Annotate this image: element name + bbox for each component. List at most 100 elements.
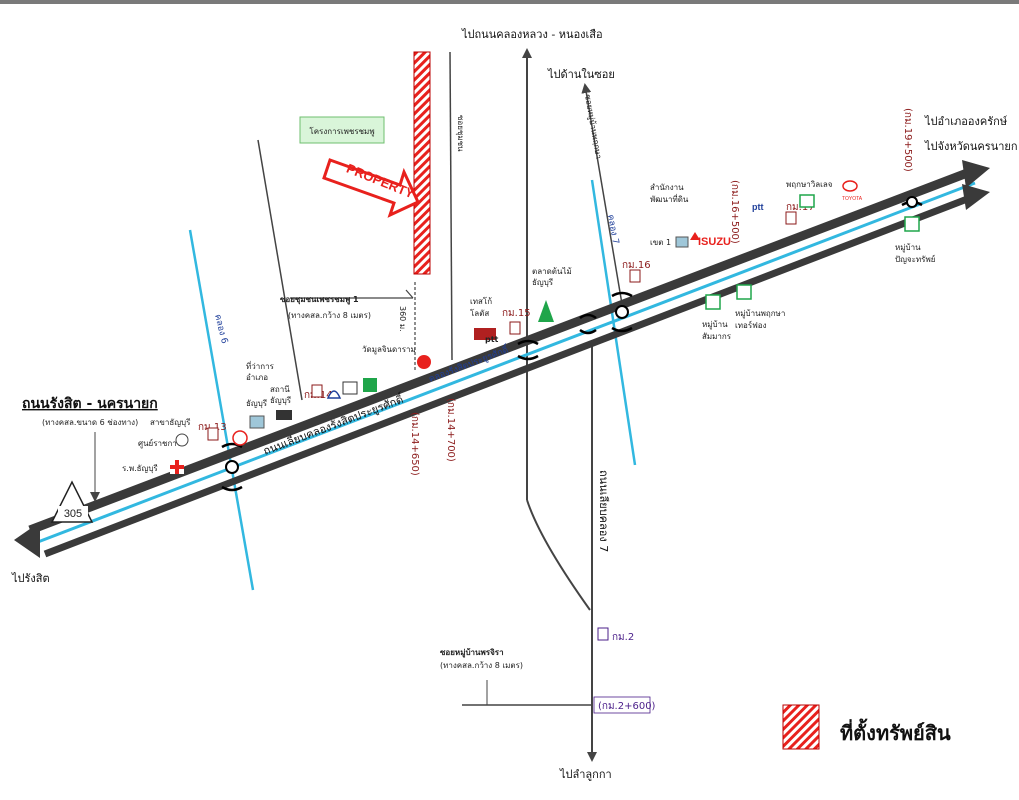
landmark-tesco-2: โลตัส bbox=[470, 308, 489, 318]
landmark-district-office-2: อำเภอ bbox=[246, 373, 268, 382]
project-label: โครงการเพชรชมพู bbox=[309, 126, 374, 137]
school-icon bbox=[675, 236, 689, 248]
soi-mu-ban-label: ซอยหมู่บ้านพรจิรา bbox=[440, 647, 504, 658]
landmark-office-2: พัฒนาที่ดิน bbox=[650, 193, 689, 204]
direction-to-ongkharak: ไปอำเภอองครักษ์ bbox=[924, 115, 1007, 128]
landmark-pruksa: พฤกษาวิลเลจ bbox=[786, 180, 833, 189]
isuzu-logo: ISUZU bbox=[698, 236, 731, 248]
landmark-village-3: หมู่บ้าน bbox=[895, 243, 921, 253]
km2-600-label: (กม.2+600) bbox=[598, 701, 656, 712]
hospital-icon bbox=[170, 460, 184, 474]
toyota-logo-text: TOYOTA bbox=[842, 196, 863, 202]
bridge-icon bbox=[517, 339, 539, 361]
route-shield-icon: 305 bbox=[50, 480, 94, 523]
landmark-village-1: หมู่บ้าน bbox=[702, 320, 728, 330]
km-post-icon bbox=[311, 384, 323, 398]
main-road-name: ถนนรังสิต - นครนายก bbox=[22, 396, 158, 412]
bridge-icon bbox=[221, 442, 243, 492]
distance-360m-label: 360 ม. bbox=[398, 306, 407, 332]
landmark-hospital: ร.พ.ธัญบุรี bbox=[122, 464, 158, 473]
canal-rangsit bbox=[29, 181, 976, 547]
project-label-box bbox=[299, 116, 385, 144]
road-soi-left bbox=[257, 139, 303, 401]
soi-right-label: ซอยหมู่บ้านพฤกษา bbox=[582, 94, 603, 160]
road-to-inner-soi bbox=[581, 83, 624, 311]
soi-phetchomphu-sub: (ทางคสล.กว้าง 8 เมตร) bbox=[288, 311, 371, 320]
legend-label: ที่ตั้งทรัพย์สิน bbox=[840, 718, 951, 745]
km15-label: กม.15 bbox=[502, 308, 531, 319]
direction-to-inner-soi: ไปด้านในซอย bbox=[547, 68, 615, 81]
direction-to-khlong-luang: ไปถนนคลองหลวง - หนองเสือ bbox=[461, 28, 603, 41]
direction-to-lam-luk-ka: ไปลำลูกกา bbox=[559, 768, 612, 781]
km14-650-label: (กม.14+650) bbox=[409, 412, 420, 476]
landmark-village-3b: ปัญจะทรัพย์ bbox=[895, 254, 935, 264]
main-road-rangsit-nakhon-nayok bbox=[28, 165, 977, 535]
landmark-temple: วัดมูลจินดาราม bbox=[362, 345, 416, 355]
main-road-subtitle: (ทางคสล.ขนาด 6 ช่องทาง) bbox=[42, 418, 138, 427]
property-arrow: PROPERTY bbox=[322, 158, 420, 218]
soi-mu-ban-sub: (ทางคสล.กว้าง 8 เมตร) bbox=[440, 661, 523, 670]
tree-icon bbox=[538, 300, 554, 322]
canal-6-line bbox=[188, 229, 255, 591]
km-post-icon bbox=[785, 211, 797, 225]
landmark-court: ศูนย์ราชการ bbox=[138, 438, 182, 449]
road-curve bbox=[526, 499, 591, 611]
landmark-village-1b: สัมมากร bbox=[702, 332, 732, 341]
village-icon bbox=[904, 216, 920, 232]
landmark-police-2: ธัญบุรี bbox=[270, 396, 292, 405]
bridge-icon bbox=[611, 291, 633, 333]
toyota-logo-icon bbox=[842, 180, 858, 192]
km16-500-label: (กม.16+500) bbox=[729, 180, 740, 244]
soi-phetchomphu-label: ซอยชุมชนเพชรชมพู 1 bbox=[280, 295, 359, 305]
landmark-market-2: ธัญบุรี bbox=[532, 278, 554, 287]
mosque-icon bbox=[326, 390, 342, 399]
landmark-village-2b: เทอร์ฟอง bbox=[735, 320, 767, 330]
km-post-icon bbox=[597, 627, 609, 641]
landmark-village-2: หมู่บ้านพฤกษา bbox=[735, 309, 785, 319]
landmark-district-office: ที่ว่าการ bbox=[246, 360, 275, 371]
temple-icon bbox=[232, 430, 248, 446]
property-parcel[interactable] bbox=[413, 51, 431, 275]
arrow-east-2 bbox=[962, 184, 990, 210]
arrow-east-1 bbox=[962, 160, 990, 188]
village-icon bbox=[705, 294, 721, 310]
ptt-logo: ptt bbox=[485, 335, 499, 344]
landmark-market: ตลาดต้นไม้ bbox=[532, 267, 572, 276]
road-soi-phetchomphu-vertical bbox=[449, 51, 453, 361]
village-icon bbox=[736, 284, 752, 300]
km-post-icon bbox=[509, 321, 521, 335]
soi-left-label: ซอยชุมชน bbox=[456, 115, 465, 152]
station-icon bbox=[417, 355, 431, 369]
direction-to-nakhon-nayok: ไปจังหวัดนครนายก bbox=[924, 140, 1018, 153]
court-icon bbox=[175, 433, 189, 447]
km19-500-label: (กม.19+500) bbox=[902, 108, 913, 172]
frame-top-bar bbox=[0, 0, 1019, 4]
route-number: 305 bbox=[64, 508, 82, 520]
landmark-tesco: เทสโก้ bbox=[470, 296, 492, 306]
km14-700-label: (กม.14+700) bbox=[445, 398, 456, 462]
building-icon bbox=[249, 415, 265, 429]
landmark-branch: สาขาธัญบุรี bbox=[150, 418, 191, 427]
police-icon bbox=[276, 410, 292, 420]
klong-7-label: คลอง 7 bbox=[605, 214, 620, 245]
frontage-road bbox=[43, 192, 977, 558]
landmark-school-1: เขต 1 bbox=[650, 238, 671, 247]
bridge-icon bbox=[579, 313, 597, 335]
km-post-icon bbox=[207, 427, 219, 441]
km2-label: กม.2 bbox=[612, 632, 634, 643]
shop-icon bbox=[342, 381, 358, 395]
bridge-icon bbox=[901, 196, 923, 208]
landmark-school: ธัญบุรี bbox=[246, 399, 268, 408]
lieb-khlong-7-label: ถนนเลียบคลอง 7 bbox=[597, 470, 610, 552]
village-icon bbox=[799, 194, 815, 208]
landmark-office: สำนักงาน bbox=[650, 183, 684, 192]
arrow-west bbox=[14, 522, 40, 558]
klong-6-label: คลอง 6 bbox=[212, 313, 229, 345]
km16-label: กม.16 bbox=[622, 260, 651, 271]
landmark-police: สถานี bbox=[270, 385, 290, 394]
direction-to-rangsit: ไปรังสิต bbox=[11, 572, 50, 585]
tesco-icon bbox=[474, 328, 496, 340]
legend-swatch bbox=[782, 704, 820, 750]
store-icon bbox=[363, 378, 377, 392]
